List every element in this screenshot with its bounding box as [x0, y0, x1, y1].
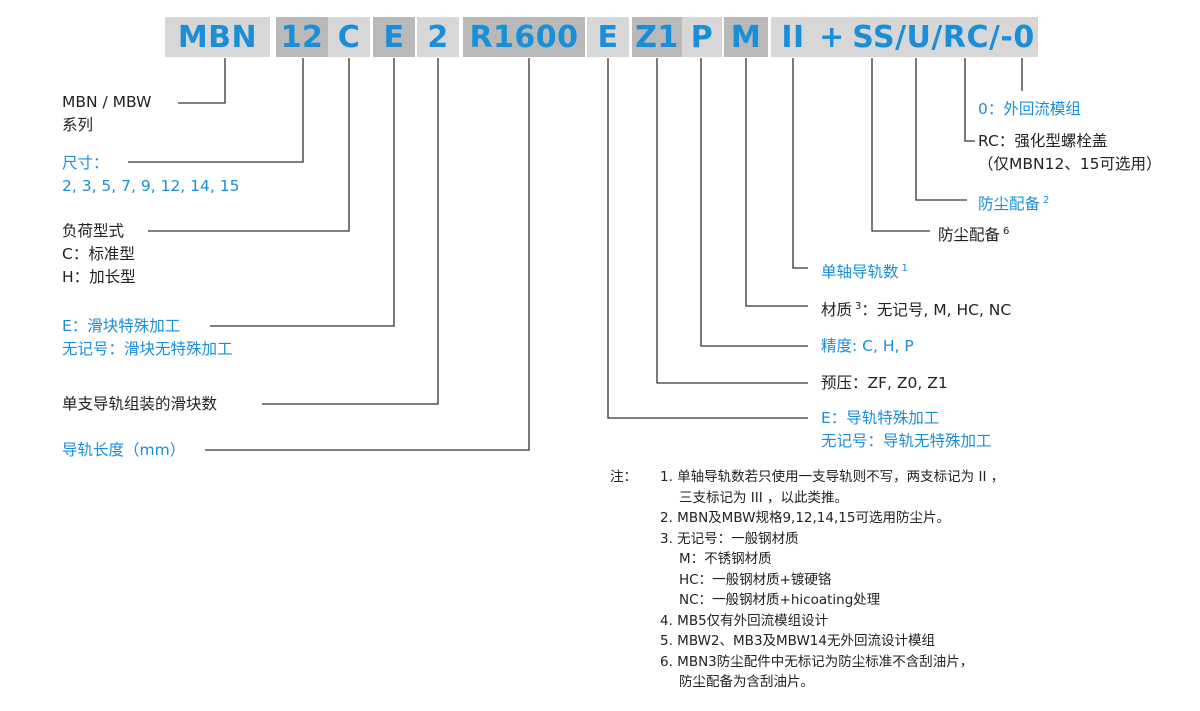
connector-series [178, 58, 226, 104]
connector-load [148, 58, 350, 232]
code-segment-plus: + [815, 17, 849, 57]
label-load-type: 负荷型式 C：标准型 H：加长型 [62, 222, 136, 286]
connector-rail-length [205, 58, 530, 451]
code-segment-rail-special: E [587, 17, 629, 57]
note-item: 1. 单轴导轨数若只使用一支导轨则不写，两支标记为 II ， 三支标记为 III… [660, 469, 1005, 506]
connector-material [745, 58, 808, 307]
label-recirculation: 0：外回流模组 [978, 100, 1081, 118]
label-rail-length: 导轨长度（mm） [62, 441, 186, 459]
label-preload: 预压：ZF, Z0, Z1 [821, 374, 948, 392]
note-item: 5. MBW2、MB3及MBW14无外回流设计模组 [660, 633, 935, 649]
label-rc: RC：强化型螺栓盖 （仅MBN12、15可选用） [978, 132, 1162, 173]
label-block-count: 单支导轨组装的滑块数 [62, 395, 218, 413]
note-item: 2. MBN及MBW规格9,12,14,15可选用防尘片。 [660, 510, 950, 526]
code-segment-precision: P [682, 17, 722, 57]
code-segment-series: MBN [165, 17, 270, 57]
code-segment-rail-length: R1600 [463, 17, 585, 57]
code-segment-size: 12 [276, 17, 328, 57]
code-segment-block-count: 2 [417, 17, 459, 57]
code-segment-rail-count: II [771, 17, 815, 57]
connector-block-special [210, 58, 395, 327]
connector-rc [964, 58, 975, 142]
connector-precision [700, 58, 808, 347]
label-series: MBN / MBW 系列 [62, 93, 152, 134]
connector-rail-special [607, 58, 808, 419]
label-precision: 精度: C, H, P [821, 337, 914, 355]
label-size: 尺寸： 2, 3, 5, 7, 9, 12, 14, 15 [62, 154, 240, 195]
connector-rail-count [792, 58, 808, 269]
connector-size [128, 58, 304, 163]
notes-heading: 注： [610, 469, 637, 485]
code-segment-block-special: E [373, 17, 415, 57]
connector-preload [656, 58, 808, 384]
label-rail-special: E：导轨特殊加工 无记号：导轨无特殊加工 [821, 409, 992, 450]
code-segment-material: M [724, 17, 768, 57]
connector-dust6 [871, 58, 930, 232]
code-segment-preload: Z1 [632, 17, 682, 57]
connector-block-count [262, 58, 439, 405]
code-segment-options: SS/U/RC/-0 [849, 17, 1038, 57]
notes-block: 注： 1. 单轴导轨数若只使用一支导轨则不写，两支标记为 II ， 三支标记为 … [610, 467, 1004, 693]
code-segment-load: C [328, 17, 370, 57]
note-item: 4. MB5仅有外回流模组设计 [660, 612, 829, 629]
connector-dust2 [915, 58, 967, 201]
label-block-special: E：滑块特殊加工 无记号：滑块无特殊加工 [62, 317, 233, 358]
note-item: 3. 无记号：一般钢材质 M：不锈钢材质 HC：一般钢材质+镀硬铬 NC：一般钢… [660, 530, 881, 609]
note-item: 6. MBN3防尘配件中无标记为防尘标准不含刮油片， 防尘配备为含刮油片。 [660, 653, 974, 691]
